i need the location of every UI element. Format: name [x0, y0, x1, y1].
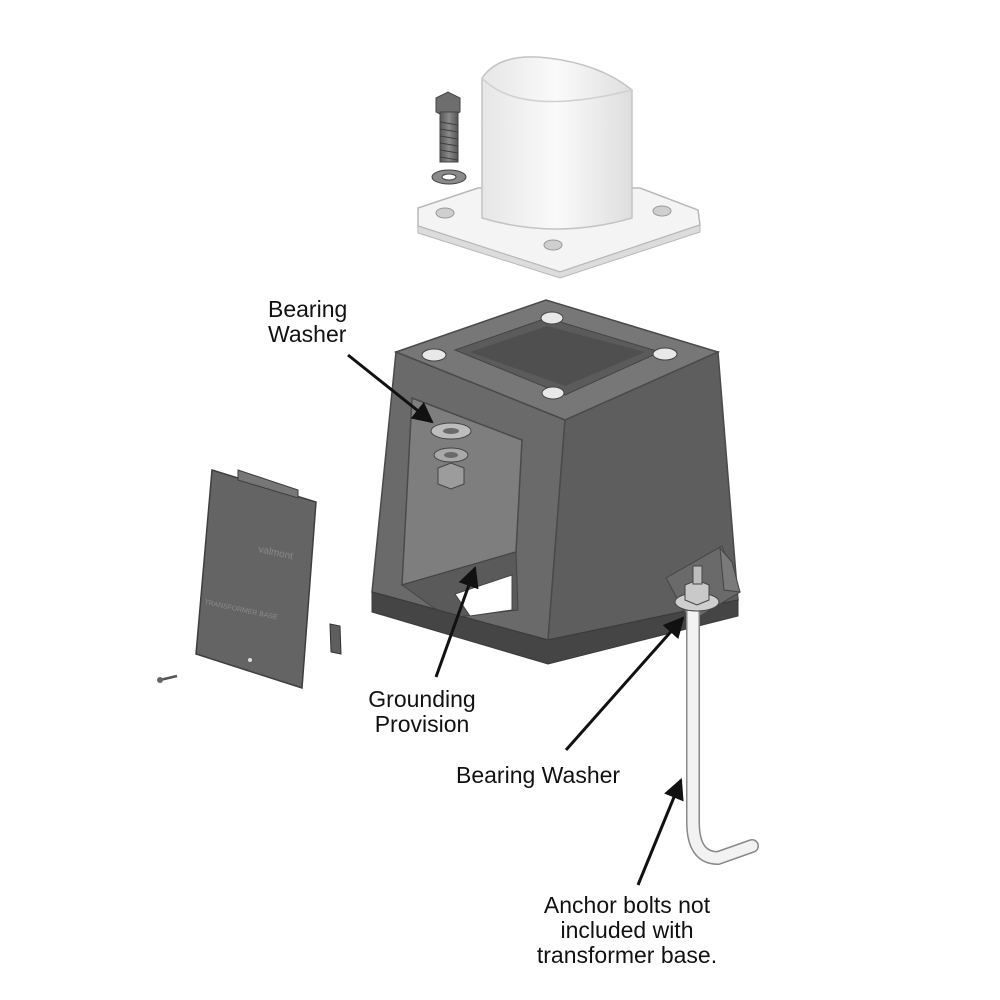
- anchor-bolt: [674, 565, 759, 866]
- access-cover: valmont TRANSFORMER BASE: [195, 469, 317, 690]
- label-grounding-provision: Grounding Provision: [352, 687, 492, 737]
- label-bearing-washer-bottom: Bearing Washer: [456, 762, 621, 788]
- pole-adapter-tube: [481, 56, 633, 230]
- washer-icon: [431, 169, 467, 185]
- cover-latch: [329, 623, 342, 655]
- pole-adapter: [417, 56, 701, 279]
- label-line: transformer base.: [536, 942, 718, 968]
- arrow-grounding-provision: [434, 566, 479, 678]
- label-line: Washer: [268, 321, 347, 347]
- label-anchor-bolts-note: Anchor bolts not included with transform…: [512, 893, 742, 968]
- cover-screw: [157, 674, 178, 683]
- label-line: Grounding: [368, 686, 476, 712]
- hex-bolt-icon: [435, 91, 461, 163]
- label-line: Provision: [374, 711, 470, 737]
- arrow-anchor-bolt: [636, 778, 684, 886]
- label-line: included with: [560, 917, 694, 943]
- arrow-bearing-washer-top: [347, 353, 434, 424]
- transformer-base: [371, 299, 741, 665]
- bearing-washer-stack: [430, 422, 472, 490]
- label-line: Bearing: [268, 296, 348, 322]
- label-bearing-washer-top: Bearing Washer: [268, 297, 347, 347]
- label-line: Anchor bolts not: [543, 892, 711, 918]
- access-cover-plate: [195, 469, 317, 690]
- arrow-bearing-washer-bottom: [564, 616, 685, 751]
